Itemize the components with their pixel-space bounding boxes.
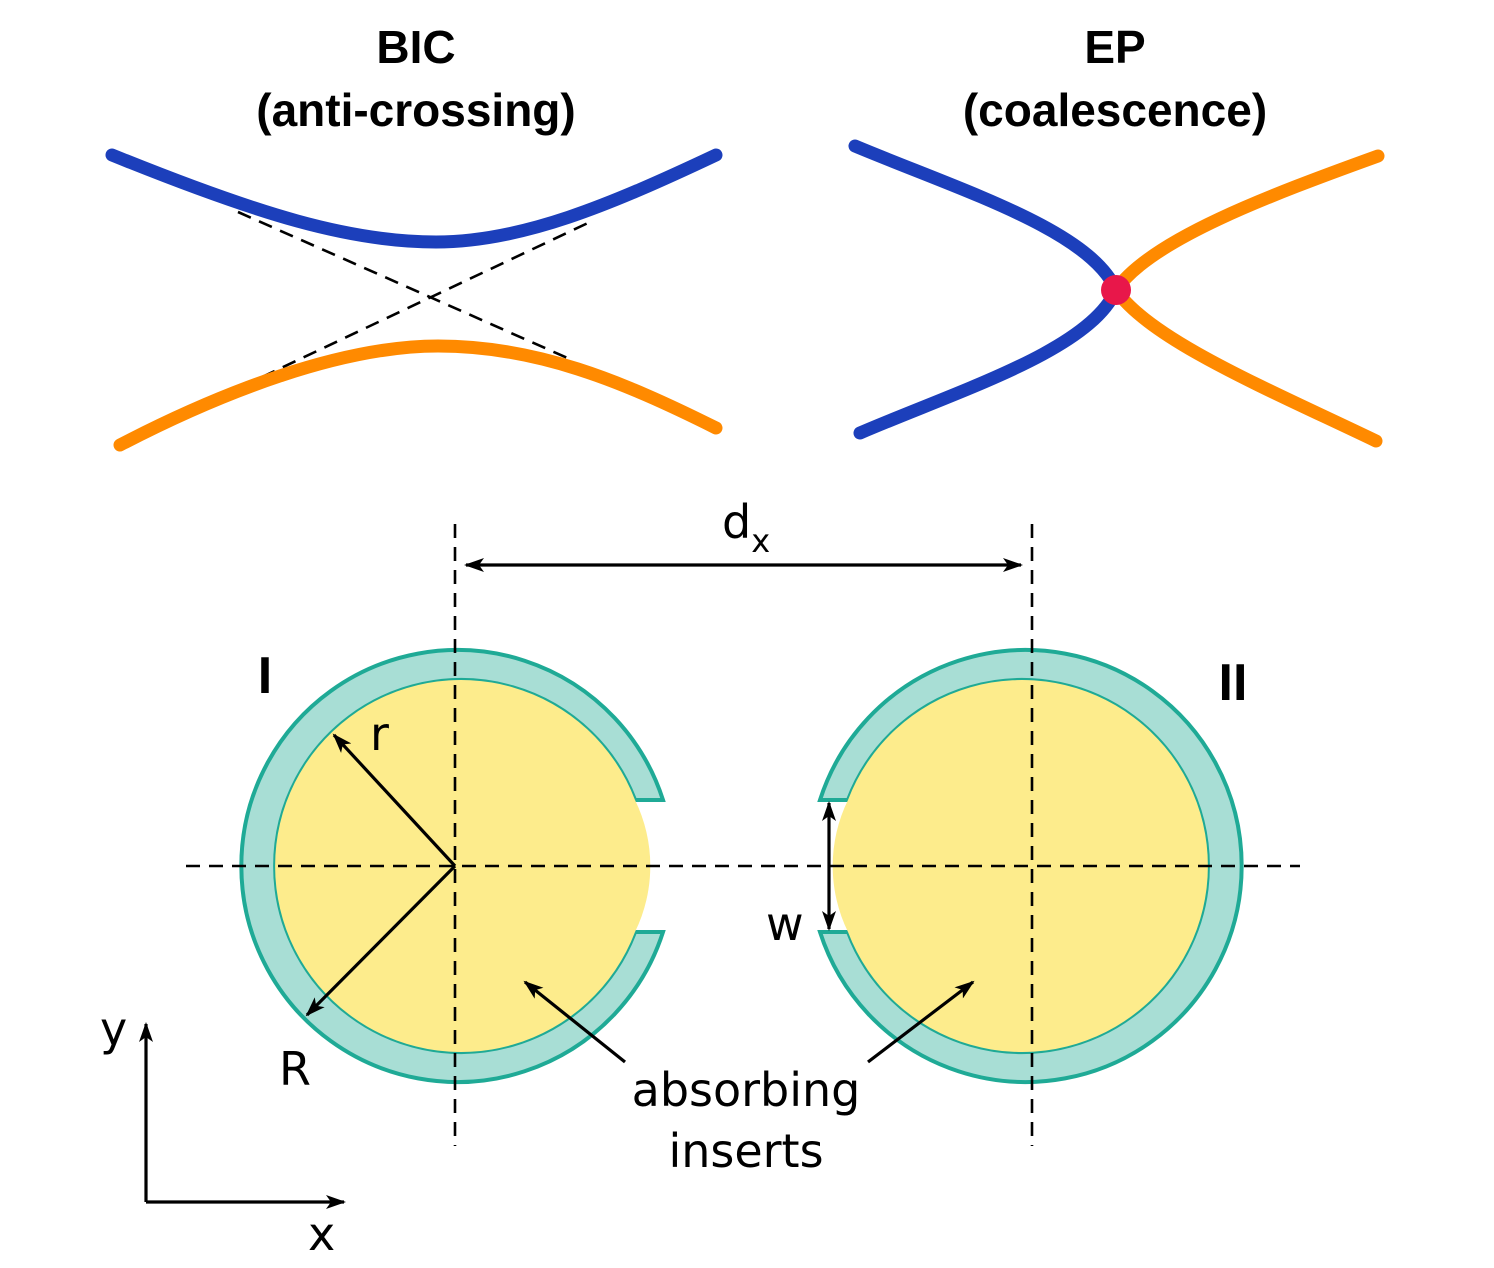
- insert-pointer-arrow-2: [867, 980, 975, 1064]
- outer-radius-arrow: [305, 864, 457, 1017]
- outer-radius-label: R: [279, 1042, 311, 1096]
- ep-subtitle: (coalescence): [963, 84, 1267, 136]
- ep-upper-left-branch: [848, 139, 1123, 297]
- resonator-1-label: I: [258, 647, 272, 705]
- resonator-2-label: II: [1219, 654, 1248, 712]
- bic-panel: BIC (anti-crossing): [105, 21, 723, 452]
- bic-uncoupled-line-2: [261, 220, 591, 379]
- ep-panel: EP (coalescence): [848, 21, 1385, 448]
- distance-label: dx: [722, 495, 770, 560]
- inserts-label-line-1: absorbing: [632, 1063, 861, 1117]
- inner-radius-arrow: [332, 733, 457, 868]
- gap-width-label: w: [766, 897, 804, 951]
- ep-upper-right-branch: [1109, 149, 1385, 297]
- x-axis-label: x: [308, 1207, 335, 1261]
- bic-lower-branch: [113, 339, 723, 452]
- ep-title: EP: [1084, 21, 1145, 73]
- exceptional-point-marker: [1101, 275, 1131, 305]
- insert-pointer-arrow-1: [523, 980, 626, 1064]
- bic-subtitle: (anti-crossing): [256, 84, 575, 136]
- bic-uncoupled-line-1: [237, 210, 573, 362]
- bic-upper-branch: [105, 148, 723, 249]
- y-axis-label: y: [100, 1002, 127, 1056]
- inserts-label-line-2: inserts: [668, 1124, 823, 1178]
- ep-lower-left-branch: [853, 283, 1123, 440]
- inner-radius-label: r: [370, 707, 389, 761]
- ep-lower-right-branch: [1109, 283, 1383, 448]
- bic-title: BIC: [376, 21, 455, 73]
